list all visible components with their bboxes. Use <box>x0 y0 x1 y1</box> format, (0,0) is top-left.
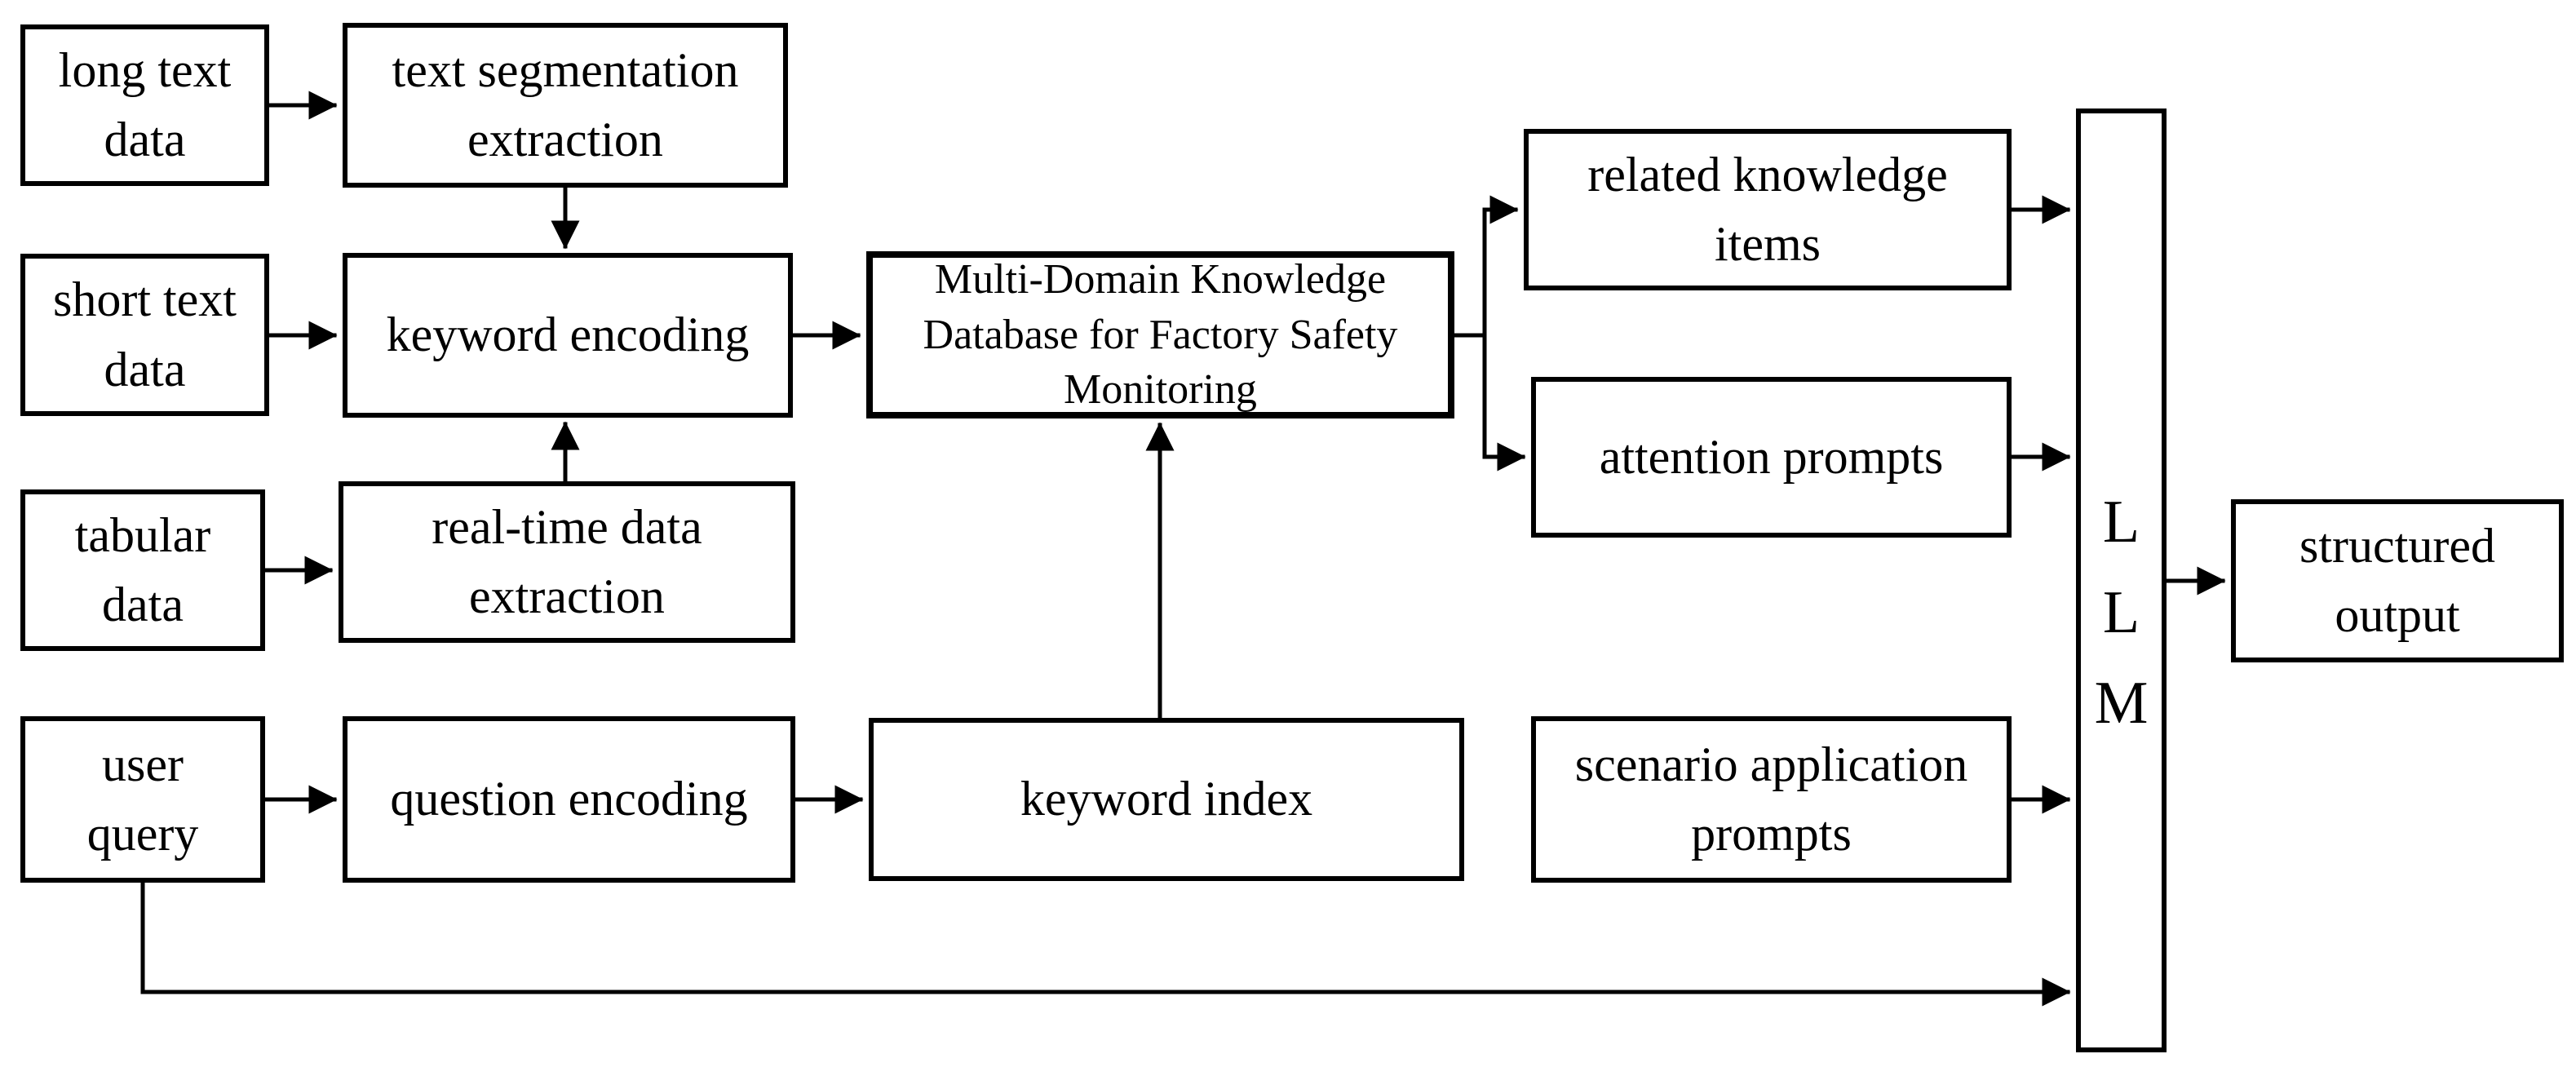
node-text-segmentation-extraction: text segmentation extraction <box>343 23 788 188</box>
node-short-text-data: short text data <box>20 254 269 416</box>
node-long-text-data: long text data <box>20 24 269 186</box>
node-attention-prompts: attention prompts <box>1531 377 2012 538</box>
node-label: Multi-Domain Knowledge Database for Fact… <box>923 256 1398 414</box>
node-keyword-encoding: keyword encoding <box>343 253 793 418</box>
node-label: attention prompts <box>1599 429 1944 484</box>
node-label: text segmentation extraction <box>392 42 739 166</box>
node-label: tabular data <box>74 507 211 631</box>
node-label: keyword index <box>1020 772 1313 826</box>
node-label: long text data <box>58 42 232 166</box>
node-structured-output: structured output <box>2231 499 2564 662</box>
node-scenario-application-prompts: scenario application prompts <box>1531 716 2012 883</box>
node-user-query: user query <box>20 716 265 883</box>
node-label: structured output <box>2299 518 2495 642</box>
node-multi-domain-knowledge-database: Multi-Domain Knowledge Database for Fact… <box>866 251 1454 418</box>
node-label: L L M <box>2094 489 2149 737</box>
node-label: question encoding <box>390 772 748 826</box>
node-question-encoding: question encoding <box>343 716 795 883</box>
node-keyword-index: keyword index <box>869 718 1464 881</box>
node-label: short text data <box>53 272 237 396</box>
node-label: real-time data extraction <box>432 499 702 623</box>
node-label: scenario application prompts <box>1574 737 1968 861</box>
node-label: keyword encoding <box>386 308 750 362</box>
node-label: related knowledge items <box>1587 147 1948 271</box>
node-tabular-data: tabular data <box>20 489 265 651</box>
node-real-time-data-extraction: real-time data extraction <box>339 481 795 643</box>
node-label: user query <box>86 737 199 861</box>
node-related-knowledge-items: related knowledge items <box>1524 129 2012 290</box>
node-llm: L L M <box>2076 108 2167 1052</box>
